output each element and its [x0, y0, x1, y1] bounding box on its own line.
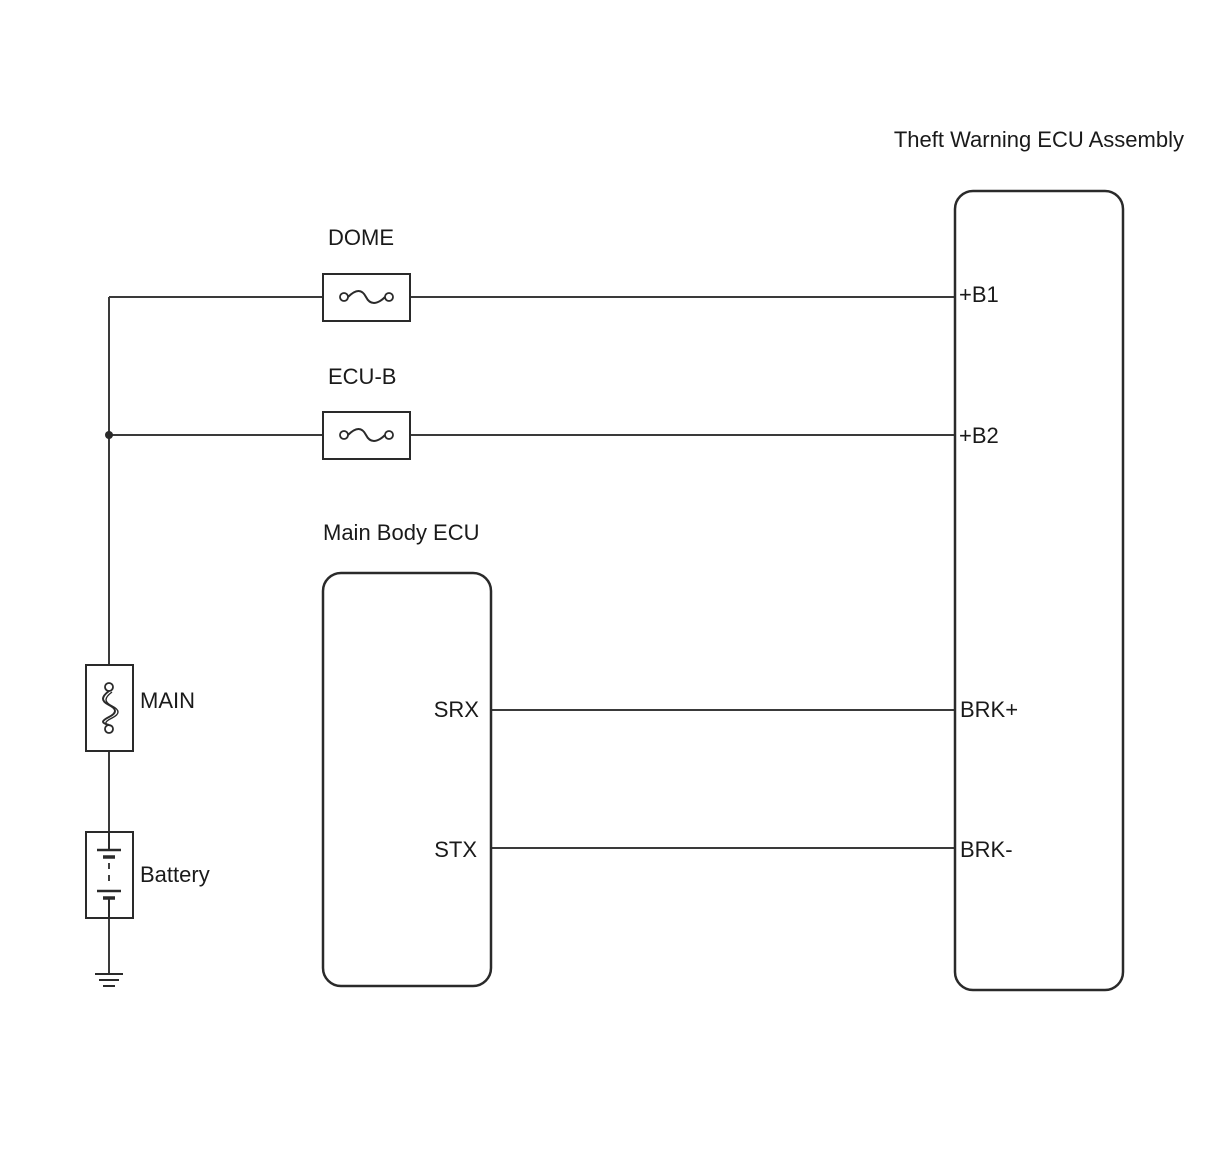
pin-label-b1: +B1 [959, 282, 999, 307]
theft-warning-ecu-box [953, 189, 1125, 992]
main-body-ecu-title: Main Body ECU [323, 520, 480, 545]
main-fuse-label: MAIN [140, 688, 195, 713]
main-fuse-icon [85, 664, 134, 752]
battery-label: Battery [140, 862, 210, 887]
dome-fuse-icon [322, 273, 411, 322]
pin-label-srx: SRX [434, 697, 480, 722]
pin-label-stx: STX [434, 837, 477, 862]
pin-label-b2: +B2 [959, 423, 999, 448]
ground-icon [95, 973, 123, 987]
junction-dot [105, 431, 113, 439]
pin-label-brk-minus: BRK- [960, 837, 1013, 862]
battery-icon [85, 831, 134, 919]
pin-label-brk-plus: BRK+ [960, 697, 1018, 722]
ecu-b-fuse-icon [322, 411, 411, 460]
main-body-ecu-box [321, 571, 493, 988]
dome-fuse-label: DOME [328, 225, 394, 250]
ecu-b-fuse-label: ECU-B [328, 364, 396, 389]
theft-ecu-title: Theft Warning ECU Assembly [894, 127, 1184, 152]
